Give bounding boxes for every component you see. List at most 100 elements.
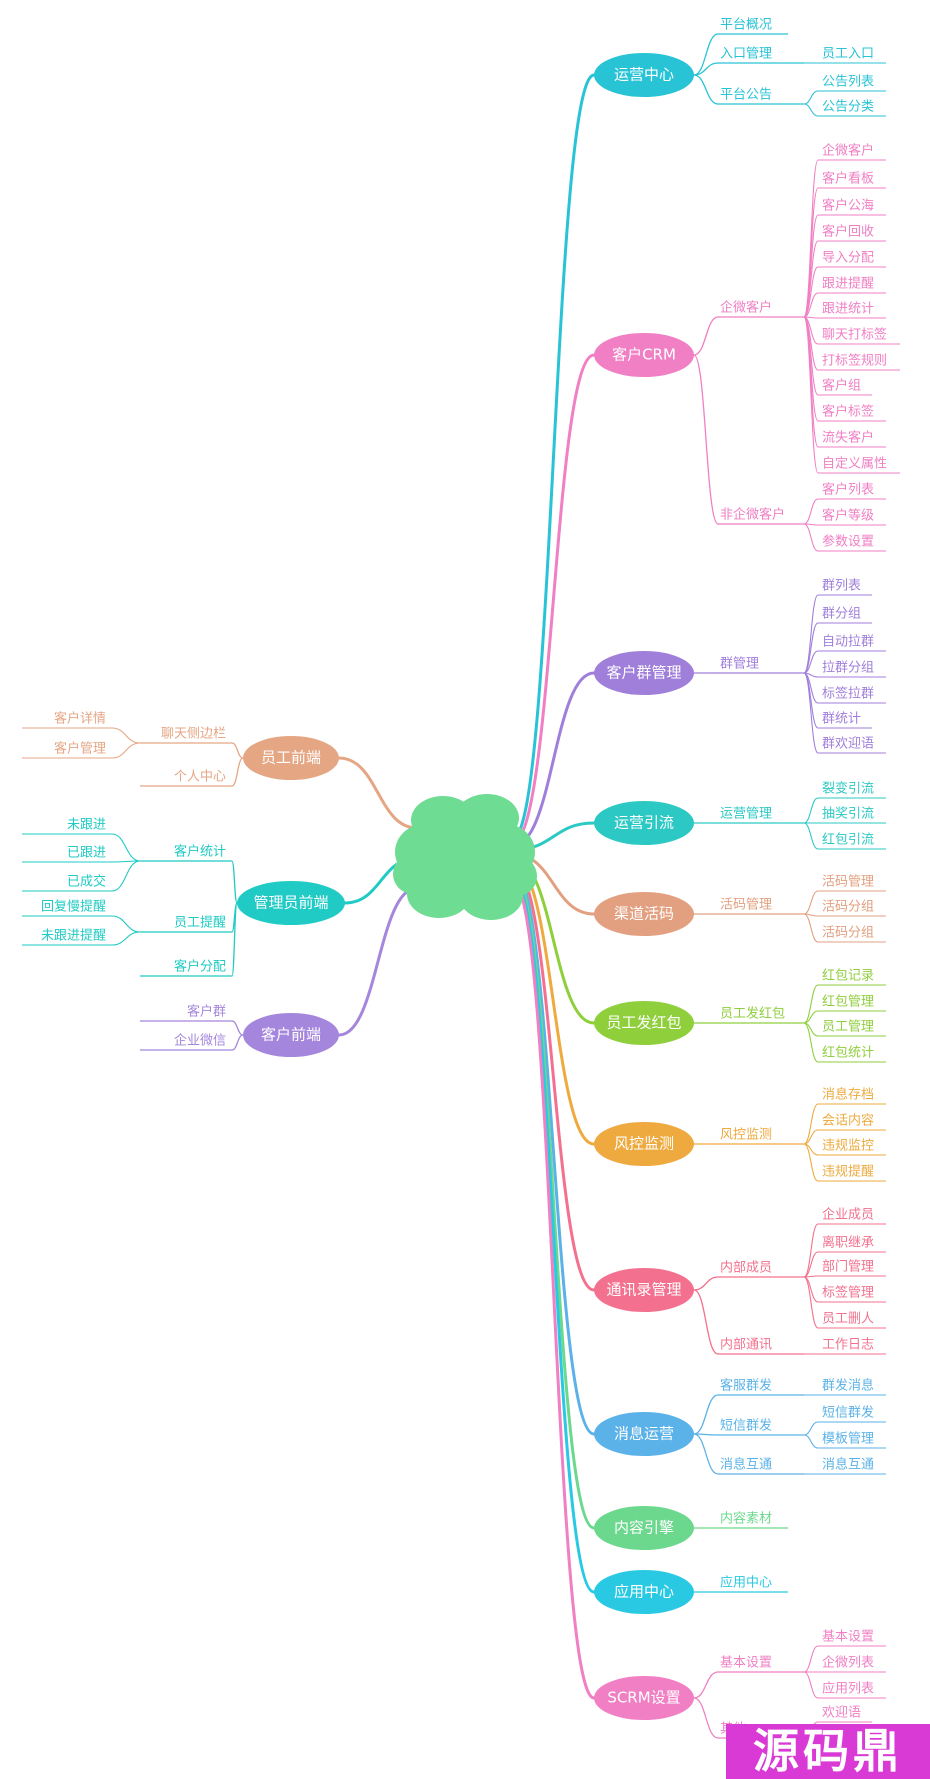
leaf-label[interactable]: 违规监控 bbox=[822, 1139, 874, 1154]
group-label[interactable]: 基本设置 bbox=[720, 1656, 772, 1671]
leaf-label[interactable]: 打标签规则 bbox=[822, 353, 887, 369]
leaf-label[interactable]: 活码分组 bbox=[822, 900, 874, 915]
leaf-label[interactable]: 会话内容 bbox=[822, 1113, 874, 1129]
leaf-label[interactable]: 客户标签 bbox=[822, 404, 874, 420]
group-label[interactable]: 平台公告 bbox=[720, 88, 772, 103]
leaf-label[interactable]: 已跟进 bbox=[67, 846, 106, 861]
leaf-label[interactable]: 回复慢提醒 bbox=[41, 899, 106, 915]
leaf-label[interactable]: 未跟进提醒 bbox=[41, 928, 106, 944]
leaf-label[interactable]: 群发消息 bbox=[822, 1378, 874, 1394]
leaf-label[interactable]: 活码分组 bbox=[822, 926, 874, 941]
group-label[interactable]: 活码管理 bbox=[720, 898, 772, 913]
group-label[interactable]: 员工提醒 bbox=[174, 915, 226, 931]
group-label[interactable]: 平台概况 bbox=[720, 18, 772, 33]
leaf-label[interactable]: 公告列表 bbox=[822, 75, 874, 90]
branch-node[interactable]: 员工发红包 bbox=[594, 1001, 694, 1045]
group-label[interactable]: 个人中心 bbox=[174, 770, 226, 785]
group-label[interactable]: 非企微客户 bbox=[720, 507, 785, 523]
group-label[interactable]: 群管理 bbox=[720, 657, 759, 672]
leaf-label[interactable]: 基本设置 bbox=[822, 1630, 874, 1645]
leaf-label[interactable]: 客户管理 bbox=[54, 741, 106, 757]
branch-node[interactable]: 管理员前端 bbox=[237, 881, 345, 925]
leaf-label[interactable]: 客户看板 bbox=[822, 171, 874, 187]
group-label[interactable]: 运营管理 bbox=[720, 807, 772, 822]
leaf-label[interactable]: 短信群发 bbox=[822, 1405, 874, 1421]
group-label[interactable]: 风控监测 bbox=[720, 1128, 772, 1143]
group-label[interactable]: 客户统计 bbox=[174, 844, 226, 860]
leaf-label[interactable]: 跟进统计 bbox=[822, 302, 874, 317]
branch-node[interactable]: SCRM设置 bbox=[594, 1676, 694, 1720]
group-label[interactable]: 员工发红包 bbox=[720, 1006, 785, 1022]
leaf-label[interactable]: 已成交 bbox=[67, 874, 106, 890]
leaf-label[interactable]: 企微客户 bbox=[822, 143, 874, 159]
group-label[interactable]: 聊天侧边栏 bbox=[161, 727, 226, 742]
leaf-label[interactable]: 群列表 bbox=[822, 579, 861, 594]
group-label[interactable]: 客户群 bbox=[187, 1004, 226, 1020]
branch-node[interactable]: 内容引擎 bbox=[594, 1506, 694, 1550]
leaf-label[interactable]: 客户详情 bbox=[54, 711, 106, 727]
leaf-label[interactable]: 流失客户 bbox=[822, 430, 874, 446]
leaf-label[interactable]: 模板管理 bbox=[822, 1432, 874, 1447]
branch-node[interactable]: 应用中心 bbox=[594, 1570, 694, 1614]
group-label[interactable]: 企微客户 bbox=[720, 300, 772, 316]
leaf-label[interactable]: 抽奖引流 bbox=[822, 807, 874, 822]
leaf-label[interactable]: 欢迎语 bbox=[822, 1706, 861, 1721]
leaf-label[interactable]: 员工入口 bbox=[822, 47, 874, 62]
leaf-label[interactable]: 聊天打标签 bbox=[822, 327, 887, 343]
leaf-label[interactable]: 应用列表 bbox=[822, 1681, 874, 1697]
group-label[interactable]: 内容素材 bbox=[720, 1511, 772, 1527]
branch-node[interactable]: 风控监测 bbox=[594, 1122, 694, 1166]
leaf-label[interactable]: 部门管理 bbox=[822, 1260, 874, 1275]
leaf-label[interactable]: 红包管理 bbox=[822, 994, 874, 1010]
leaf-label[interactable]: 客户列表 bbox=[822, 482, 874, 498]
leaf-label[interactable]: 标签管理 bbox=[822, 1285, 874, 1301]
leaf-label[interactable]: 企业成员 bbox=[822, 1207, 874, 1223]
leaf-label[interactable]: 企微列表 bbox=[822, 1655, 874, 1671]
leaf-label[interactable]: 消息互通 bbox=[822, 1457, 874, 1473]
group-label[interactable]: 内部通讯 bbox=[720, 1337, 772, 1353]
group-label[interactable]: 消息互通 bbox=[720, 1457, 772, 1473]
branch-node[interactable]: 消息运营 bbox=[594, 1412, 694, 1456]
leaf-label[interactable]: 违规提醒 bbox=[822, 1164, 874, 1180]
leaf-label[interactable]: 员工管理 bbox=[822, 1020, 874, 1035]
leaf-label[interactable]: 客户等级 bbox=[822, 508, 874, 524]
leaf-label[interactable]: 离职继承 bbox=[822, 1235, 874, 1251]
leaf-label[interactable]: 标签拉群 bbox=[822, 686, 874, 702]
branch-node[interactable]: 客户CRM bbox=[594, 333, 694, 377]
leaf-label[interactable]: 工作日志 bbox=[822, 1338, 874, 1353]
leaf-label[interactable]: 自定义属性 bbox=[822, 457, 887, 472]
branch-node[interactable]: 客户前端 bbox=[243, 1013, 339, 1057]
leaf-label[interactable]: 导入分配 bbox=[822, 251, 874, 266]
leaf-label[interactable]: 员工删人 bbox=[822, 1312, 874, 1327]
leaf-label[interactable]: 裂变引流 bbox=[822, 781, 874, 797]
leaf-label[interactable]: 消息存档 bbox=[822, 1087, 874, 1103]
branch-node[interactable]: 运营中心 bbox=[594, 53, 694, 97]
group-label[interactable]: 入口管理 bbox=[720, 47, 772, 62]
group-label[interactable]: 企业微信 bbox=[174, 1033, 226, 1049]
leaf-label[interactable]: 红包统计 bbox=[822, 1045, 874, 1061]
leaf-label[interactable]: 客户回收 bbox=[822, 224, 874, 240]
leaf-label[interactable]: 群分组 bbox=[822, 607, 861, 622]
leaf-label[interactable]: 客户公海 bbox=[822, 198, 874, 214]
leaf-label[interactable]: 客户组 bbox=[822, 378, 861, 394]
group-label[interactable]: 客户分配 bbox=[174, 959, 226, 975]
leaf-label[interactable]: 参数设置 bbox=[822, 534, 874, 550]
leaf-label[interactable]: 红包引流 bbox=[822, 832, 874, 848]
leaf-label[interactable]: 公告分类 bbox=[822, 100, 874, 115]
leaf-label[interactable]: 自动拉群 bbox=[822, 635, 874, 650]
branch-node[interactable]: 运营引流 bbox=[594, 801, 694, 845]
leaf-label[interactable]: 跟进提醒 bbox=[822, 276, 874, 292]
group-label[interactable]: 客服群发 bbox=[720, 1378, 772, 1394]
branch-node[interactable]: 通讯录管理 bbox=[594, 1268, 694, 1312]
leaf-label[interactable]: 未跟进 bbox=[67, 818, 106, 833]
branch-node[interactable]: 客户群管理 bbox=[594, 651, 694, 695]
branch-node[interactable]: 员工前端 bbox=[243, 736, 339, 780]
branch-node[interactable]: 渠道活码 bbox=[594, 892, 694, 936]
leaf-label[interactable]: 活码管理 bbox=[822, 875, 874, 890]
leaf-label[interactable]: 群统计 bbox=[822, 712, 861, 727]
group-label[interactable]: 内部成员 bbox=[720, 1260, 772, 1276]
root-cloud-node[interactable] bbox=[393, 794, 537, 920]
group-label[interactable]: 短信群发 bbox=[720, 1418, 772, 1434]
group-label[interactable]: 应用中心 bbox=[720, 1575, 772, 1591]
leaf-label[interactable]: 拉群分组 bbox=[822, 661, 874, 676]
